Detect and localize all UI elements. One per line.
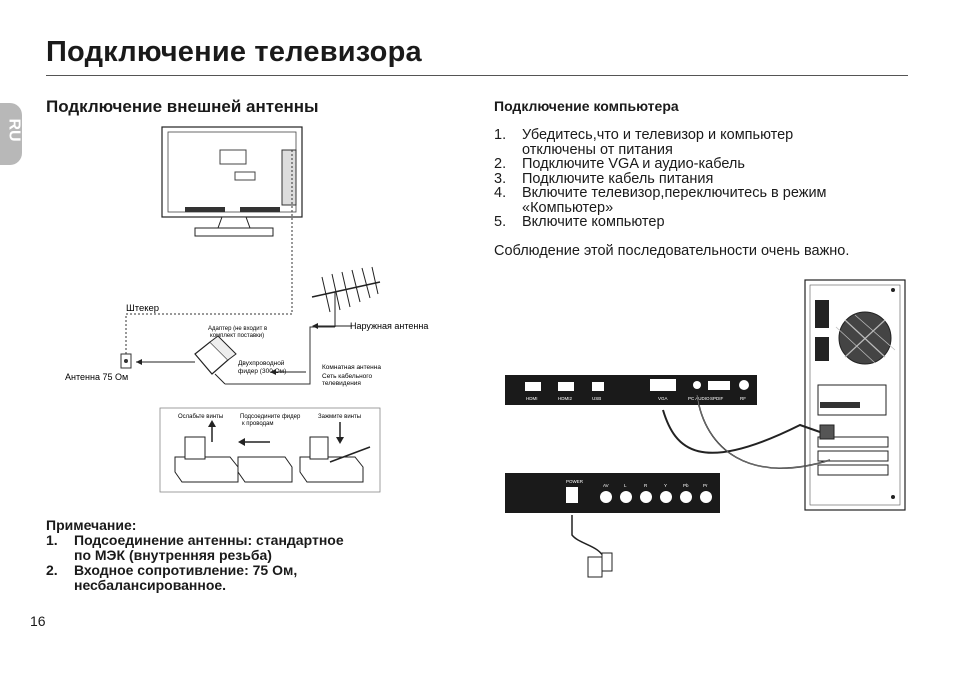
- adapter-illustration: [194, 335, 237, 385]
- page-number: 16: [30, 613, 46, 629]
- pc-connection-diagram: HDMI HDMI2 USB VGA PC AUDIO SPDIF RF POW…: [505, 279, 906, 578]
- port-label: RF: [740, 396, 746, 401]
- port-label: USB: [592, 396, 601, 401]
- note-item-cont: по МЭК (внутренняя резьба): [74, 547, 272, 563]
- tv-panel-2: POWER AV L R Y Pb Pr: [505, 473, 720, 513]
- port-label: L: [624, 483, 627, 488]
- twin-feeder-label-2: фидер (300 Ом): [238, 368, 286, 375]
- port-label: Y: [664, 483, 667, 488]
- language-tab-label: RU: [5, 118, 23, 142]
- tv-panel-1: HDMI HDMI2 USB VGA PC AUDIO SPDIF RF: [505, 375, 757, 405]
- note-item: 2.Входное сопротивление: 75 Ом,: [46, 562, 298, 578]
- pc-section-heading: Подключение компьютера: [494, 98, 679, 114]
- port-label: R: [644, 483, 648, 488]
- note-item-cont: несбалансированное.: [74, 577, 227, 593]
- step-item: 1.Убедитесь,что и телевизор и компьютер: [494, 127, 794, 143]
- port-label: SPDIF: [710, 396, 724, 401]
- adapter-label-2: комплект поставки): [210, 333, 264, 339]
- note-item: 1.Подсоединение антенны: стандартное: [46, 532, 344, 548]
- terminal-steps-box: Ослабьте винты Подсоедините фидер к пров…: [159, 407, 381, 493]
- indoor-antenna-label-2: Сеть кабельного: [322, 372, 373, 380]
- step-loosen-label: Ослабьте винты: [178, 414, 223, 420]
- antenna-75-label: Антенна 75 Ом: [65, 372, 128, 382]
- indoor-antenna-label-3: телевидения: [322, 380, 361, 387]
- outdoor-antenna-label: Наружная антенна: [350, 321, 428, 331]
- adapter-label-1: Адаптер (не входит в: [208, 326, 267, 332]
- antenna-section-heading: Подключение внешней антенны: [46, 97, 319, 116]
- port-label: AV: [603, 483, 609, 488]
- port-label: HDMI2: [558, 396, 572, 401]
- page-title: Подключение телевизора: [46, 36, 422, 68]
- tv-back-illustration: [161, 126, 303, 237]
- outdoor-antenna-illustration: [311, 266, 381, 327]
- port-label: Pr: [703, 483, 708, 488]
- step-item: 4.Включите телевизор,переключитесь в реж…: [494, 185, 827, 201]
- step-connect-label-1: Подсоедините фидер: [240, 414, 301, 420]
- twin-feeder-label-1: Двухпроводной: [238, 359, 285, 367]
- antenna-connection-diagram: Штекер Антенна 75 Ом Адаптер (не входит …: [65, 126, 428, 493]
- port-label: HDMI: [526, 396, 538, 401]
- port-label: VGA: [658, 396, 668, 401]
- port-label: Pb: [683, 483, 689, 488]
- language-tab: RU: [0, 103, 23, 165]
- pc-sequence-note: Соблюдение этой последовательности очень…: [494, 243, 850, 259]
- step-item-cont: отключены от питания: [522, 141, 673, 158]
- step-item: 3.Подключите кабель питания: [494, 170, 714, 187]
- step-item-cont: «Компьютер»: [522, 199, 614, 216]
- step-item: 2.Подключите VGA и аудио-кабель: [494, 156, 745, 172]
- pc-tower-illustration: [804, 279, 906, 511]
- title-divider: [46, 75, 908, 76]
- plug-label: Штекер: [126, 303, 159, 314]
- notes-block: Примечание: 1.Подсоединение антенны: ста…: [46, 518, 344, 593]
- indoor-antenna-label-1: Комнатная антенна: [322, 364, 381, 371]
- step-connect-label-2: к проводам: [242, 421, 274, 427]
- port-label: PC AUDIO: [688, 396, 710, 401]
- step-tighten-label: Зажмите винты: [318, 414, 361, 420]
- port-label: POWER: [566, 479, 584, 484]
- notes-heading: Примечание:: [46, 517, 137, 533]
- step-item: 5.Включите компьютер: [494, 214, 665, 230]
- pc-steps-list: 1.Убедитесь,что и телевизор и компьютер …: [494, 128, 827, 230]
